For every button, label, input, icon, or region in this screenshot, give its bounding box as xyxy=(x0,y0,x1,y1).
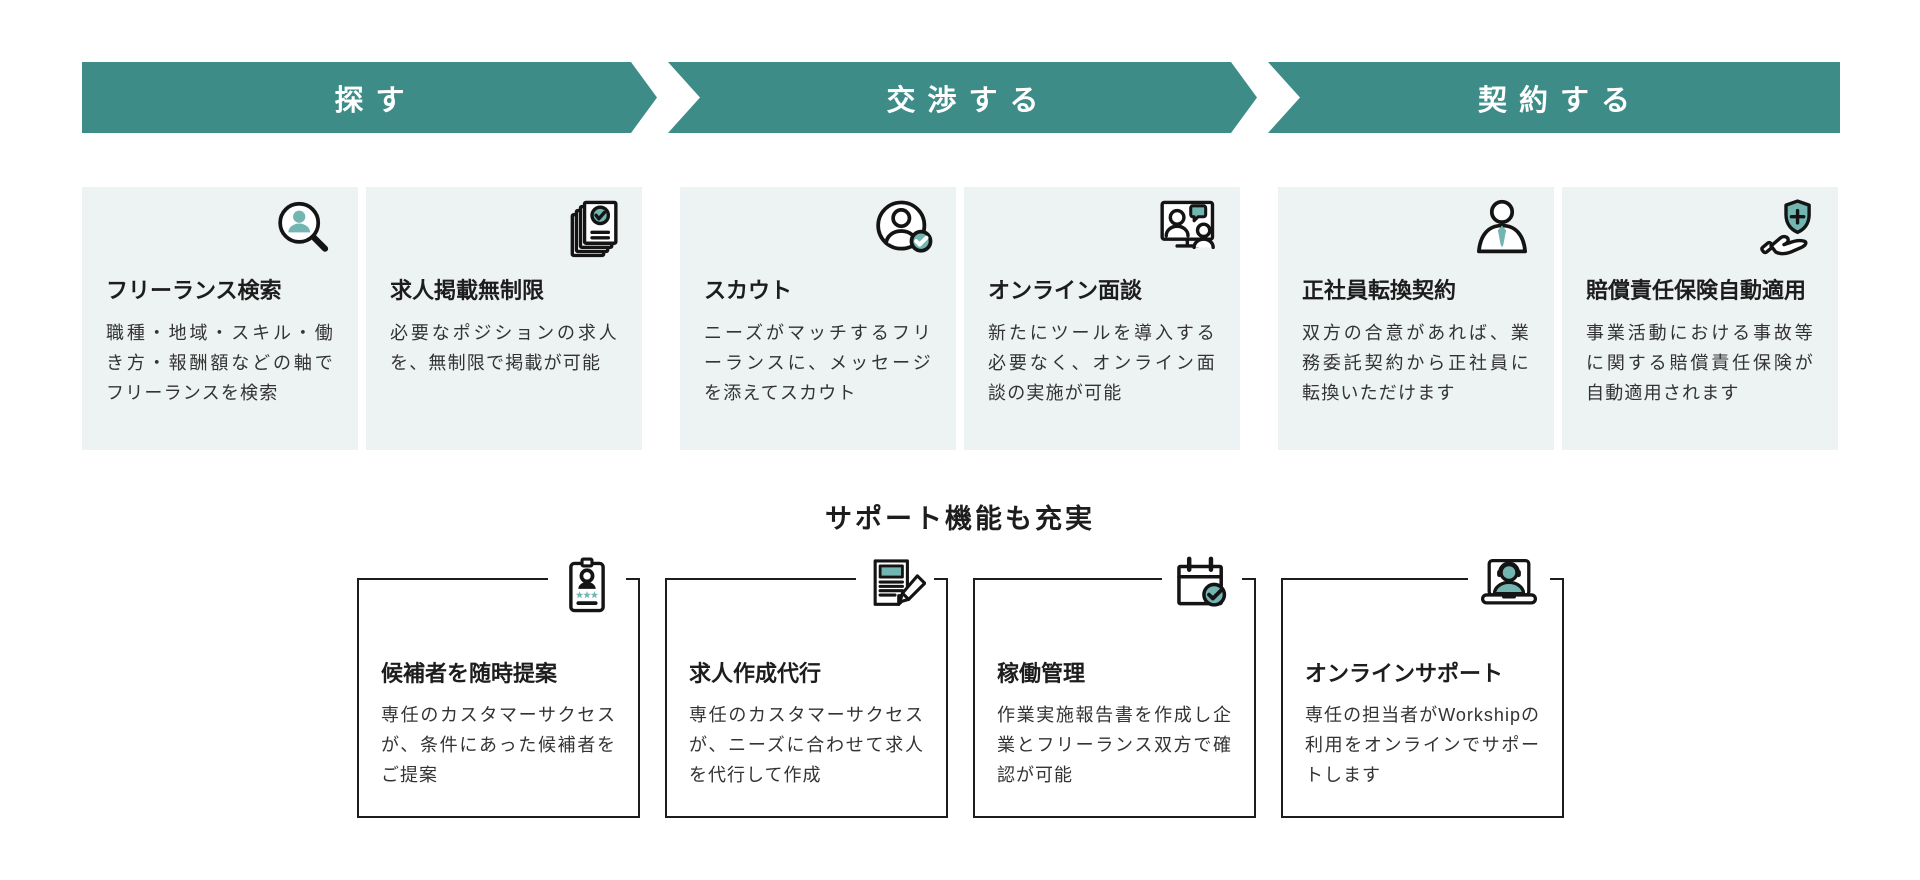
support-card-title: 候補者を随時提案 xyxy=(381,661,558,686)
support-card-body: 専任のカスタマーサクセスが、ニーズに合わせて求人を代行して作成 xyxy=(689,705,924,785)
search-user-icon xyxy=(106,197,340,261)
feature-card-unlimited-postings: 求人掲載無制限 必要なポジションの求人を、無制限で掲載が可能 xyxy=(366,187,642,450)
candidate-card-icon xyxy=(548,554,626,620)
step-banner-label: 交渉する xyxy=(886,84,1051,117)
support-card-job-writing: 求人作成代行 専任のカスタマーサクセスが、ニーズに合わせて求人を代行して作成 xyxy=(665,554,948,818)
job-postings-stack-icon xyxy=(390,197,624,261)
step-banner-label: 探す xyxy=(334,84,417,117)
feature-card-body: 必要なポジションの求人を、無制限で掲載が可能 xyxy=(390,323,618,373)
feature-card-title: 求人掲載無制限 xyxy=(390,278,545,303)
feature-card-scout: スカウト ニーズがマッチするフリーランスに、メッセージを添えてスカウト xyxy=(680,187,956,450)
feature-card-body: 新たにツールを導入する必要なく、オンライン面談の実施が可能 xyxy=(988,323,1216,403)
insurance-shield-hand-icon xyxy=(1586,197,1820,261)
support-card-row: 候補者を随時提案 専任のカスタマーサクセスが、条件にあった候補者をご提案 求人作… xyxy=(357,554,1564,818)
support-card-body: 専任の担当者がWorkshipの利用をオンラインでサポートします xyxy=(1305,705,1540,785)
feature-card-body: 職種・地域・スキル・働き方・報酬額などの軸でフリーランスを検索 xyxy=(106,323,334,403)
feature-card-title: フリーランス検索 xyxy=(106,278,282,303)
support-card-body: 作業実施報告書を作成し企業とフリーランス双方で確認が可能 xyxy=(997,705,1232,785)
feature-card-title: 正社員転換契約 xyxy=(1302,278,1457,303)
support-card-work-management: 稼働管理 作業実施報告書を作成し企業とフリーランス双方で確認が可能 xyxy=(973,554,1256,818)
step-banner-negotiate: 交渉する xyxy=(668,62,1257,133)
feature-card-body: 事業活動における事故等に関する賠償責任保険が自動適用されます xyxy=(1586,323,1814,403)
support-card-title: オンラインサポート xyxy=(1305,661,1504,686)
step-banner-label: 契約する xyxy=(1477,84,1642,117)
feature-card-title: 賠償責任保険自動適用 xyxy=(1586,278,1807,303)
feature-card-fulltime-conversion: 正社員転換契約 双方の合意があれば、業務委託契約から正社員に転換いただけます xyxy=(1278,187,1554,450)
process-banner-row: 探す 交渉する 契約する xyxy=(82,62,1840,133)
support-card-title: 稼働管理 xyxy=(997,661,1086,686)
video-meeting-icon xyxy=(988,197,1222,261)
feature-card-liability-insurance: 賠償責任保険自動適用 事業活動における事故等に関する賠償責任保険が自動適用されま… xyxy=(1562,187,1838,450)
feature-card-title: スカウト xyxy=(704,278,793,303)
step-banner-contract: 契約する xyxy=(1268,62,1840,133)
employee-tie-icon xyxy=(1302,197,1536,261)
feature-card-title: オンライン面談 xyxy=(988,278,1143,303)
document-pencil-icon xyxy=(856,554,934,620)
support-card-candidate-proposal: 候補者を随時提案 専任のカスタマーサクセスが、条件にあった候補者をご提案 xyxy=(357,554,640,818)
feature-card-online-interview: オンライン面談 新たにツールを導入する必要なく、オンライン面談の実施が可能 xyxy=(964,187,1240,450)
feature-card-body: 双方の合意があれば、業務委託契約から正社員に転換いただけます xyxy=(1302,323,1530,403)
support-section-heading: サポート機能も充実 xyxy=(825,504,1095,534)
calendar-check-icon xyxy=(1162,554,1242,620)
support-card-title: 求人作成代行 xyxy=(689,661,822,686)
support-card-online-support: オンラインサポート 専任の担当者がWorkshipの利用をオンラインでサポートし… xyxy=(1281,554,1564,818)
laptop-support-icon xyxy=(1468,554,1550,620)
feature-card-row: フリーランス検索 職種・地域・スキル・働き方・報酬額などの軸でフリーランスを検索… xyxy=(82,187,1838,450)
step-banner-find: 探す xyxy=(82,62,657,133)
feature-card-body: ニーズがマッチするフリーランスに、メッセージを添えてスカウト xyxy=(704,323,932,403)
support-card-body: 専任のカスタマーサクセスが、条件にあった候補者をご提案 xyxy=(381,705,616,785)
feature-card-freelance-search: フリーランス検索 職種・地域・スキル・働き方・報酬額などの軸でフリーランスを検索 xyxy=(82,187,358,450)
user-check-icon xyxy=(704,197,938,261)
